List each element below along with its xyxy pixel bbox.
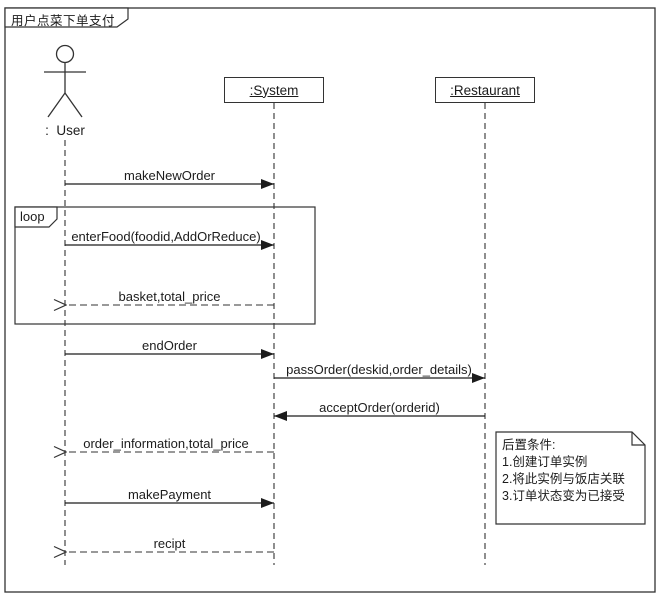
note-line-title: 后置条件: xyxy=(502,438,556,452)
note-fold-icon xyxy=(631,432,645,446)
lifeline-system-name: :System xyxy=(249,82,299,98)
note-line-2: 2.将此实例与饭店关联 xyxy=(502,472,625,486)
message-label-endOrder: endOrder xyxy=(142,338,197,353)
message-label-passOrder: passOrder(deskid,order_details) xyxy=(286,362,472,377)
message-label-acceptOrder: acceptOrder(orderid) xyxy=(319,400,440,415)
message-label-enterFood: enterFood(foodid,AddOrReduce) xyxy=(71,229,261,244)
frame-title: 用户点菜下单支付 xyxy=(11,14,116,28)
lifeline-head-restaurant: :Restaurant xyxy=(435,77,535,103)
lifeline-head-system: :System xyxy=(224,77,324,103)
loop-fragment-box xyxy=(14,206,316,325)
loop-operator-label: loop xyxy=(20,209,45,224)
note-line-3: 3.订单状态变为已接受 xyxy=(502,489,625,503)
loop-fragment-tab xyxy=(14,206,58,228)
message-label-makePayment: makePayment xyxy=(127,487,212,502)
actor-figure xyxy=(44,44,86,118)
message-label-basket: basket,total_price xyxy=(118,289,221,304)
frame-border xyxy=(4,7,656,593)
message-label-makeNewOrder: makeNewOrder xyxy=(123,168,216,183)
lifeline-restaurant-name: :Restaurant xyxy=(450,82,520,98)
message-label-orderinfo: order_information,total_price xyxy=(83,436,249,451)
note-shape xyxy=(495,431,646,525)
actor-head xyxy=(55,44,75,64)
frame-title-tab xyxy=(4,7,129,28)
message-label-recipt: recipt xyxy=(153,536,186,551)
actor-label: : User xyxy=(45,123,85,138)
note-line-1: 1.创建订单实例 xyxy=(502,455,588,469)
